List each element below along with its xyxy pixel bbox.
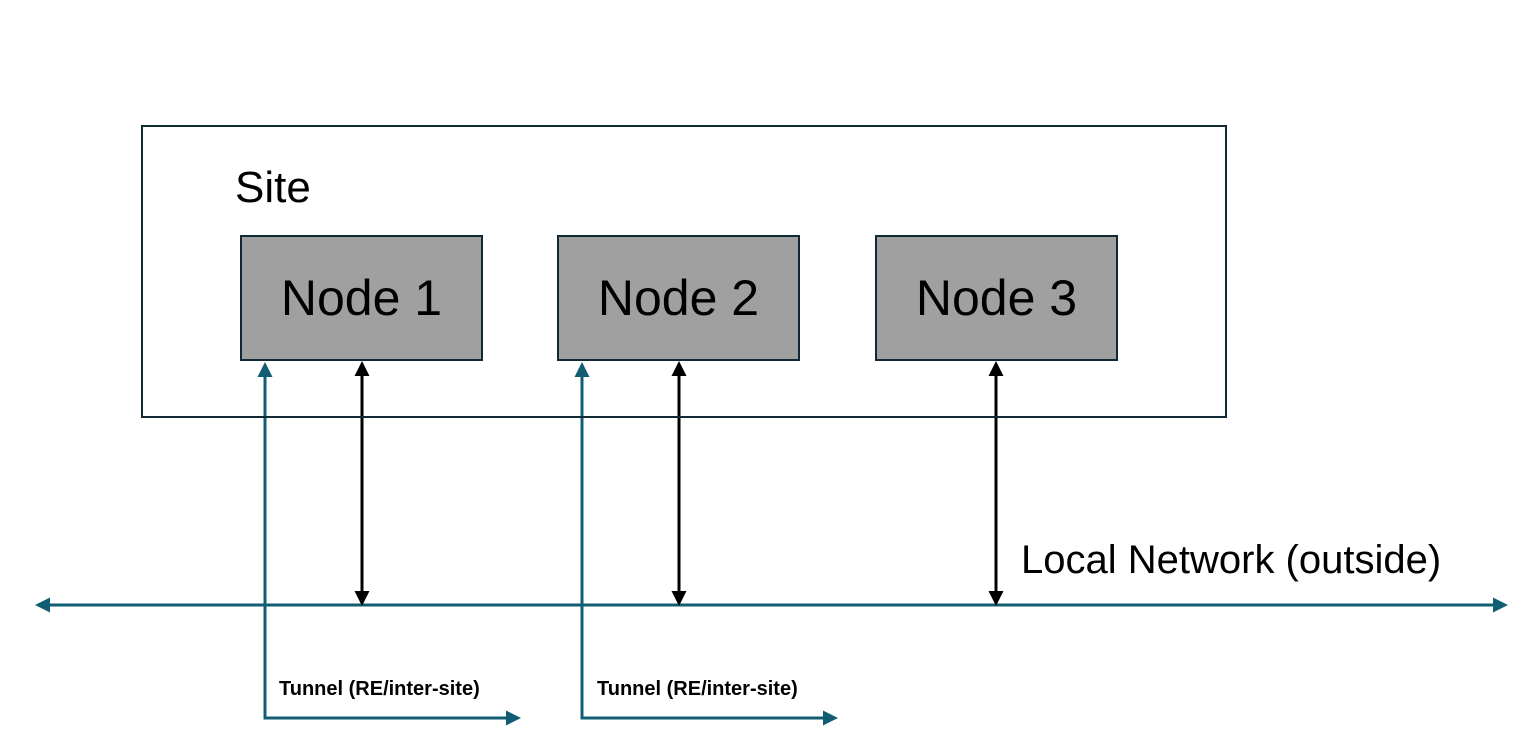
node-3: Node 3 (875, 235, 1118, 361)
tunnel-1-label: Tunnel (RE/inter-site) (279, 678, 480, 700)
node-1-label: Node 1 (280, 270, 443, 326)
node-1: Node 1 (240, 235, 483, 361)
site-boundary (141, 125, 1227, 418)
node-2: Node 2 (557, 235, 800, 361)
local-network-label: Local Network (outside) (1021, 538, 1442, 582)
tunnel-2-label: Tunnel (RE/inter-site) (597, 678, 798, 700)
site-label: Site (235, 163, 311, 212)
tunnel-2-path (574, 362, 838, 726)
node-2-label: Node 2 (597, 270, 760, 326)
node-3-label: Node 3 (915, 270, 1078, 326)
tunnel-1-path (257, 362, 521, 726)
